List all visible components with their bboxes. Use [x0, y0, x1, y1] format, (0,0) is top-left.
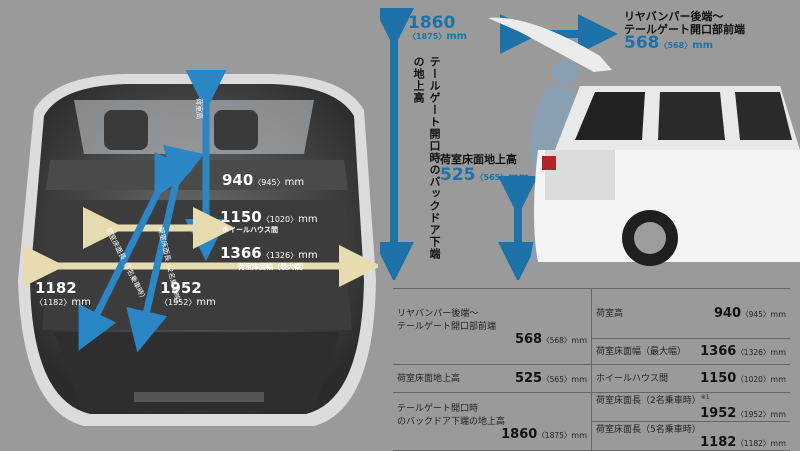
table-cell-floor-height: 荷室床面地上高 525〈565〉mm — [393, 364, 592, 393]
bumper-block: リヤバンパー後端〜 テールゲート開口部前端 568〈568〉mm — [624, 10, 745, 52]
table-cell-floor-width: 荷室床面幅（最大幅） 1366〈1326〉mm — [591, 338, 790, 365]
length-2-arrow — [126, 144, 205, 353]
wheelhouse-label: ホイールハウス間 — [222, 226, 278, 234]
table-row: テールゲート開口時 のバックドア下端の地上高 1860〈1875〉mm 荷室床面… — [393, 392, 790, 451]
wheelhouse-value: 1150〈1020〉mm — [220, 208, 318, 226]
bumper-label-2: テールゲート開口部前端 — [624, 23, 745, 36]
floor-height-value: 525〈565〉mm — [440, 165, 530, 185]
bumper-value: 568〈568〉mm — [624, 33, 714, 53]
floor-length-5-value: 1182 〈1182〉mm — [35, 279, 91, 309]
table-cell-cargo-height: 荷室高 940〈945〉mm — [591, 288, 790, 339]
floor-width-label: 荷室床面幅（最大幅） — [238, 263, 308, 271]
floor-height-label: 荷室床面地上高 — [440, 153, 517, 166]
floor-height-block: 荷室床面地上高 525〈565〉mm — [440, 152, 529, 185]
floor-width-value: 1366〈1326〉mm — [220, 244, 318, 262]
cargo-dimension-arrows — [23, 70, 378, 353]
car-side-image — [380, 8, 800, 280]
table-row: 荷室床面地上高 525〈565〉mm ホイールハウス間 1150〈1020〉mm — [393, 364, 790, 393]
car-body — [488, 17, 800, 266]
floor-length-2-value: 1952 〈1952〉mm — [160, 279, 216, 309]
bumper-label-1: リヤバンパー後端〜 — [624, 10, 724, 23]
tailgate-height-value: 1860 〈1875〉mm — [408, 13, 468, 43]
table-cell-length-5: 荷室床面長（5名乗車時） 1182〈1182〉mm — [591, 421, 790, 451]
table-cell-length-2: 荷室床面長（2名乗車時）※1 1952〈1952〉mm — [591, 392, 790, 422]
table-row: リヤバンパー後端〜 テールゲート開口部前端 568〈568〉mm 荷室高 940… — [393, 288, 790, 365]
height-arrow-label: 荷室高 — [195, 98, 203, 119]
tailgate-height-label: テールゲート開口時のバックドア下端の地上高 — [412, 56, 441, 260]
cargo-height-value: 940〈945〉mm — [222, 171, 305, 189]
table-cell-wheelhouse: ホイールハウス間 1150〈1020〉mm — [591, 364, 790, 393]
table-cell-tailgate: テールゲート開口時 のバックドア下端の地上高 1860〈1875〉mm — [393, 392, 592, 451]
table-cell-bumper: リヤバンパー後端〜 テールゲート開口部前端 568〈568〉mm — [393, 288, 592, 365]
spec-table: リヤバンパー後端〜 テールゲート開口部前端 568〈568〉mm 荷室高 940… — [393, 288, 790, 451]
